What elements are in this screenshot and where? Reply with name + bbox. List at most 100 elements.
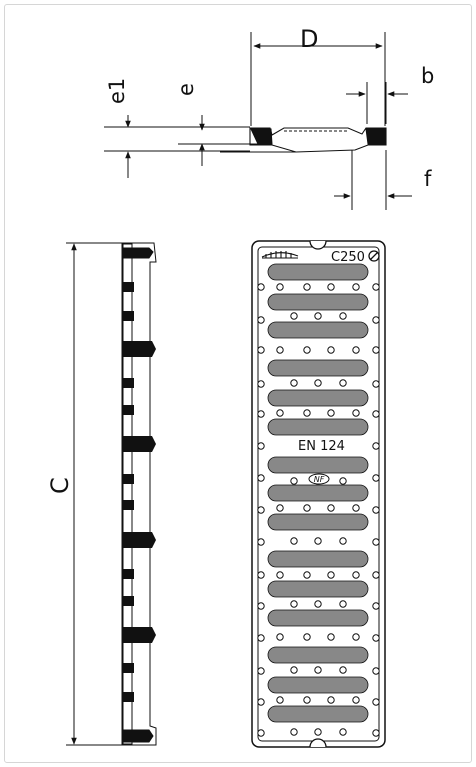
- grate-slot: [267, 580, 369, 598]
- drain-hole: [352, 346, 360, 354]
- drain-hole: [290, 600, 298, 608]
- drain-hole: [352, 283, 360, 291]
- load-class-label: C250: [331, 250, 365, 265]
- drain-hole: [339, 600, 347, 608]
- drain-hole: [314, 600, 322, 608]
- drain-hole: [257, 602, 265, 610]
- drain-hole: [372, 506, 380, 514]
- drain-hole: [303, 571, 311, 579]
- drain-hole: [314, 312, 322, 320]
- grate-slot: [267, 646, 369, 664]
- drain-hole: [303, 696, 311, 704]
- drain-hole: [314, 537, 322, 545]
- drain-hole: [276, 696, 284, 704]
- drain-hole: [339, 477, 347, 485]
- drain-hole: [339, 728, 347, 736]
- drain-hole: [372, 729, 380, 737]
- drain-hole: [372, 410, 380, 418]
- holes-group: [257, 283, 380, 737]
- grate-slot: [267, 705, 369, 723]
- grate-slot: [267, 359, 369, 377]
- drain-hole: [257, 667, 265, 675]
- drain-hole: [327, 571, 335, 579]
- drain-hole: [327, 633, 335, 641]
- drain-hole: [327, 409, 335, 417]
- drain-hole: [276, 571, 284, 579]
- grate-slot: [267, 513, 369, 531]
- drain-hole: [327, 504, 335, 512]
- drain-hole: [352, 409, 360, 417]
- screw-icon: [368, 250, 380, 262]
- drain-hole: [352, 571, 360, 579]
- drain-hole: [257, 698, 265, 706]
- drain-hole: [257, 474, 265, 482]
- grate-slot: [267, 676, 369, 694]
- drain-hole: [339, 666, 347, 674]
- drain-hole: [372, 698, 380, 706]
- drain-hole: [372, 571, 380, 579]
- drain-hole: [257, 442, 265, 450]
- drain-hole: [339, 379, 347, 387]
- grate-slot: [267, 456, 369, 474]
- label-d: D: [300, 25, 318, 53]
- cross-section-view: [104, 32, 412, 210]
- drain-hole: [339, 312, 347, 320]
- side-elevation-view: [66, 242, 157, 746]
- grate-slot: [267, 293, 369, 311]
- drain-hole: [303, 633, 311, 641]
- drain-hole: [314, 379, 322, 387]
- grate-slot: [267, 484, 369, 502]
- drain-hole: [372, 316, 380, 324]
- drain-hole: [290, 537, 298, 545]
- grate-plan-view: NF: [251, 240, 386, 748]
- grate-slot: [267, 389, 369, 407]
- drain-hole: [327, 283, 335, 291]
- drain-hole: [257, 346, 265, 354]
- slots-group: [267, 263, 369, 723]
- drain-hole: [303, 346, 311, 354]
- drain-hole: [290, 728, 298, 736]
- drain-hole: [257, 538, 265, 546]
- drain-hole: [290, 312, 298, 320]
- label-b: b: [421, 64, 434, 88]
- drain-hole: [372, 538, 380, 546]
- drain-hole: [372, 667, 380, 675]
- grate-slot: [267, 550, 369, 568]
- label-e1: e1: [105, 78, 129, 104]
- drain-hole: [257, 380, 265, 388]
- drain-hole: [352, 504, 360, 512]
- drain-hole: [372, 283, 380, 291]
- grate-slot: [267, 263, 369, 281]
- label-e: e: [174, 83, 198, 96]
- nf-mark: NF: [308, 473, 330, 485]
- drain-hole: [327, 346, 335, 354]
- drain-hole: [276, 633, 284, 641]
- drain-hole: [290, 379, 298, 387]
- grate-slot: [267, 321, 369, 339]
- drain-hole: [290, 477, 298, 485]
- top-notch: [309, 240, 327, 250]
- drain-hole: [352, 696, 360, 704]
- drain-hole: [339, 537, 347, 545]
- drain-hole: [257, 571, 265, 579]
- drain-hole: [257, 410, 265, 418]
- drain-hole: [276, 346, 284, 354]
- drain-hole: [327, 696, 335, 704]
- drain-hole: [352, 633, 360, 641]
- drain-hole: [257, 634, 265, 642]
- drain-hole: [290, 666, 298, 674]
- bottom-notch: [309, 738, 327, 748]
- drain-hole: [276, 409, 284, 417]
- drain-hole: [372, 474, 380, 482]
- drain-hole: [257, 283, 265, 291]
- drain-hole: [257, 316, 265, 324]
- drain-hole: [303, 409, 311, 417]
- drain-hole: [257, 729, 265, 737]
- svg-text:NF: NF: [314, 475, 325, 484]
- grate-slot: [267, 418, 369, 436]
- drain-hole: [303, 283, 311, 291]
- drain-hole: [314, 728, 322, 736]
- drain-hole: [372, 442, 380, 450]
- comb-logo-icon: [261, 251, 299, 259]
